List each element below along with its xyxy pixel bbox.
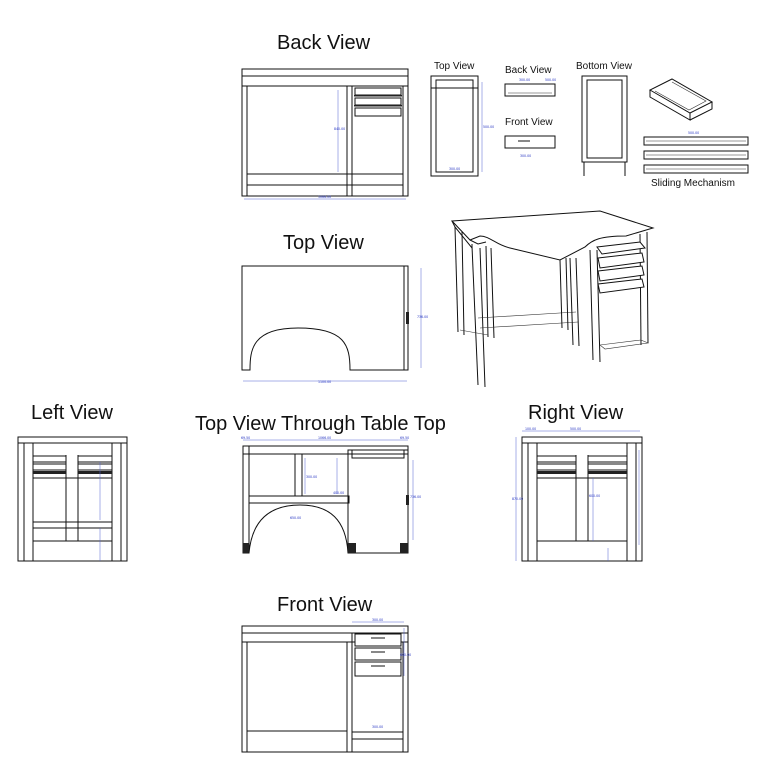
right-view-title: Right View bbox=[528, 402, 624, 424]
drawer-top-depth-dimension: 500.00 bbox=[483, 125, 494, 129]
left-view: Left View bbox=[17, 402, 128, 562]
drawer-back-view-title: Back View bbox=[505, 65, 552, 76]
through-mid2-dimension: 400.00 bbox=[333, 491, 344, 495]
top-through-view: Top View Through Table Top 69.50 1066.00… bbox=[195, 413, 446, 554]
drawer-isometric bbox=[648, 78, 714, 121]
drawer-back-width-dimension: 300.00 bbox=[519, 78, 530, 82]
top-width-dimension: 1100.00 bbox=[318, 380, 331, 384]
top-view-outline bbox=[241, 265, 409, 371]
drawer-front-width-dimension: 300.00 bbox=[520, 154, 531, 158]
through-depth-dimension: 736.00 bbox=[410, 495, 421, 499]
front-top-dimension: 300.00 bbox=[372, 618, 383, 622]
back-height-dimension: 840.00 bbox=[334, 127, 345, 131]
drawer-top-width-dimension: 300.00 bbox=[449, 167, 460, 171]
sliding-mechanism-title: Sliding Mechanism bbox=[651, 178, 735, 189]
drawer-bottom-view: Bottom View bbox=[576, 61, 633, 176]
drawer-top-view-title: Top View bbox=[434, 61, 475, 72]
top-view: Top View 736.00 1100.00 bbox=[241, 232, 428, 384]
right-b-dimension: 500.00 bbox=[570, 427, 581, 431]
drawer-top-view: Top View 500.00 300.00 bbox=[430, 61, 494, 177]
slide-length-dimension: 500.00 bbox=[688, 131, 699, 135]
through-mid-dimension: 300.00 bbox=[306, 475, 317, 479]
right-inner-dimension: 600.00 bbox=[589, 494, 600, 498]
front-side-dimension: 600.00 bbox=[400, 653, 411, 657]
top-depth-dimension: 736.00 bbox=[417, 315, 428, 319]
drawer-back-view: Back View 300.00 500.00 bbox=[504, 65, 556, 97]
front-view-title: Front View bbox=[277, 594, 373, 616]
through-left-dimension: 69.50 bbox=[241, 436, 250, 440]
right-a-dimension: 100.00 bbox=[525, 427, 536, 431]
drawer-bottom-view-title: Bottom View bbox=[576, 61, 633, 72]
right-height-dimension: 870.00 bbox=[512, 497, 523, 501]
sliding-mechanism: 500.00 Sliding Mechanism bbox=[643, 131, 749, 189]
through-right-dimension: 69.50 bbox=[400, 436, 409, 440]
desk-isometric bbox=[450, 210, 655, 388]
back-width-dimension: 1066.00 bbox=[318, 195, 331, 199]
back-view-outline bbox=[241, 68, 409, 197]
right-view: Right View 100.00 500.00 870.00 600.00 bbox=[512, 402, 643, 562]
back-view: Back View 840.00 1066.00 bbox=[241, 32, 409, 200]
left-view-title: Left View bbox=[31, 402, 113, 424]
drawer-front-view: Front View 300.00 bbox=[504, 117, 556, 158]
front-view: Front View 300.00 600.00 300.00 bbox=[241, 594, 411, 753]
back-view-title: Back View bbox=[277, 32, 371, 54]
through-width-dimension: 1066.00 bbox=[318, 436, 331, 440]
top-through-view-title: Top View Through Table Top bbox=[195, 413, 446, 435]
drawer-back-depth-dimension: 500.00 bbox=[545, 78, 556, 82]
front-bottom-dimension: 300.00 bbox=[372, 725, 383, 729]
through-inner-dimension: 650.00 bbox=[290, 516, 301, 520]
drawer-front-view-title: Front View bbox=[505, 117, 553, 128]
top-view-title: Top View bbox=[283, 232, 364, 254]
